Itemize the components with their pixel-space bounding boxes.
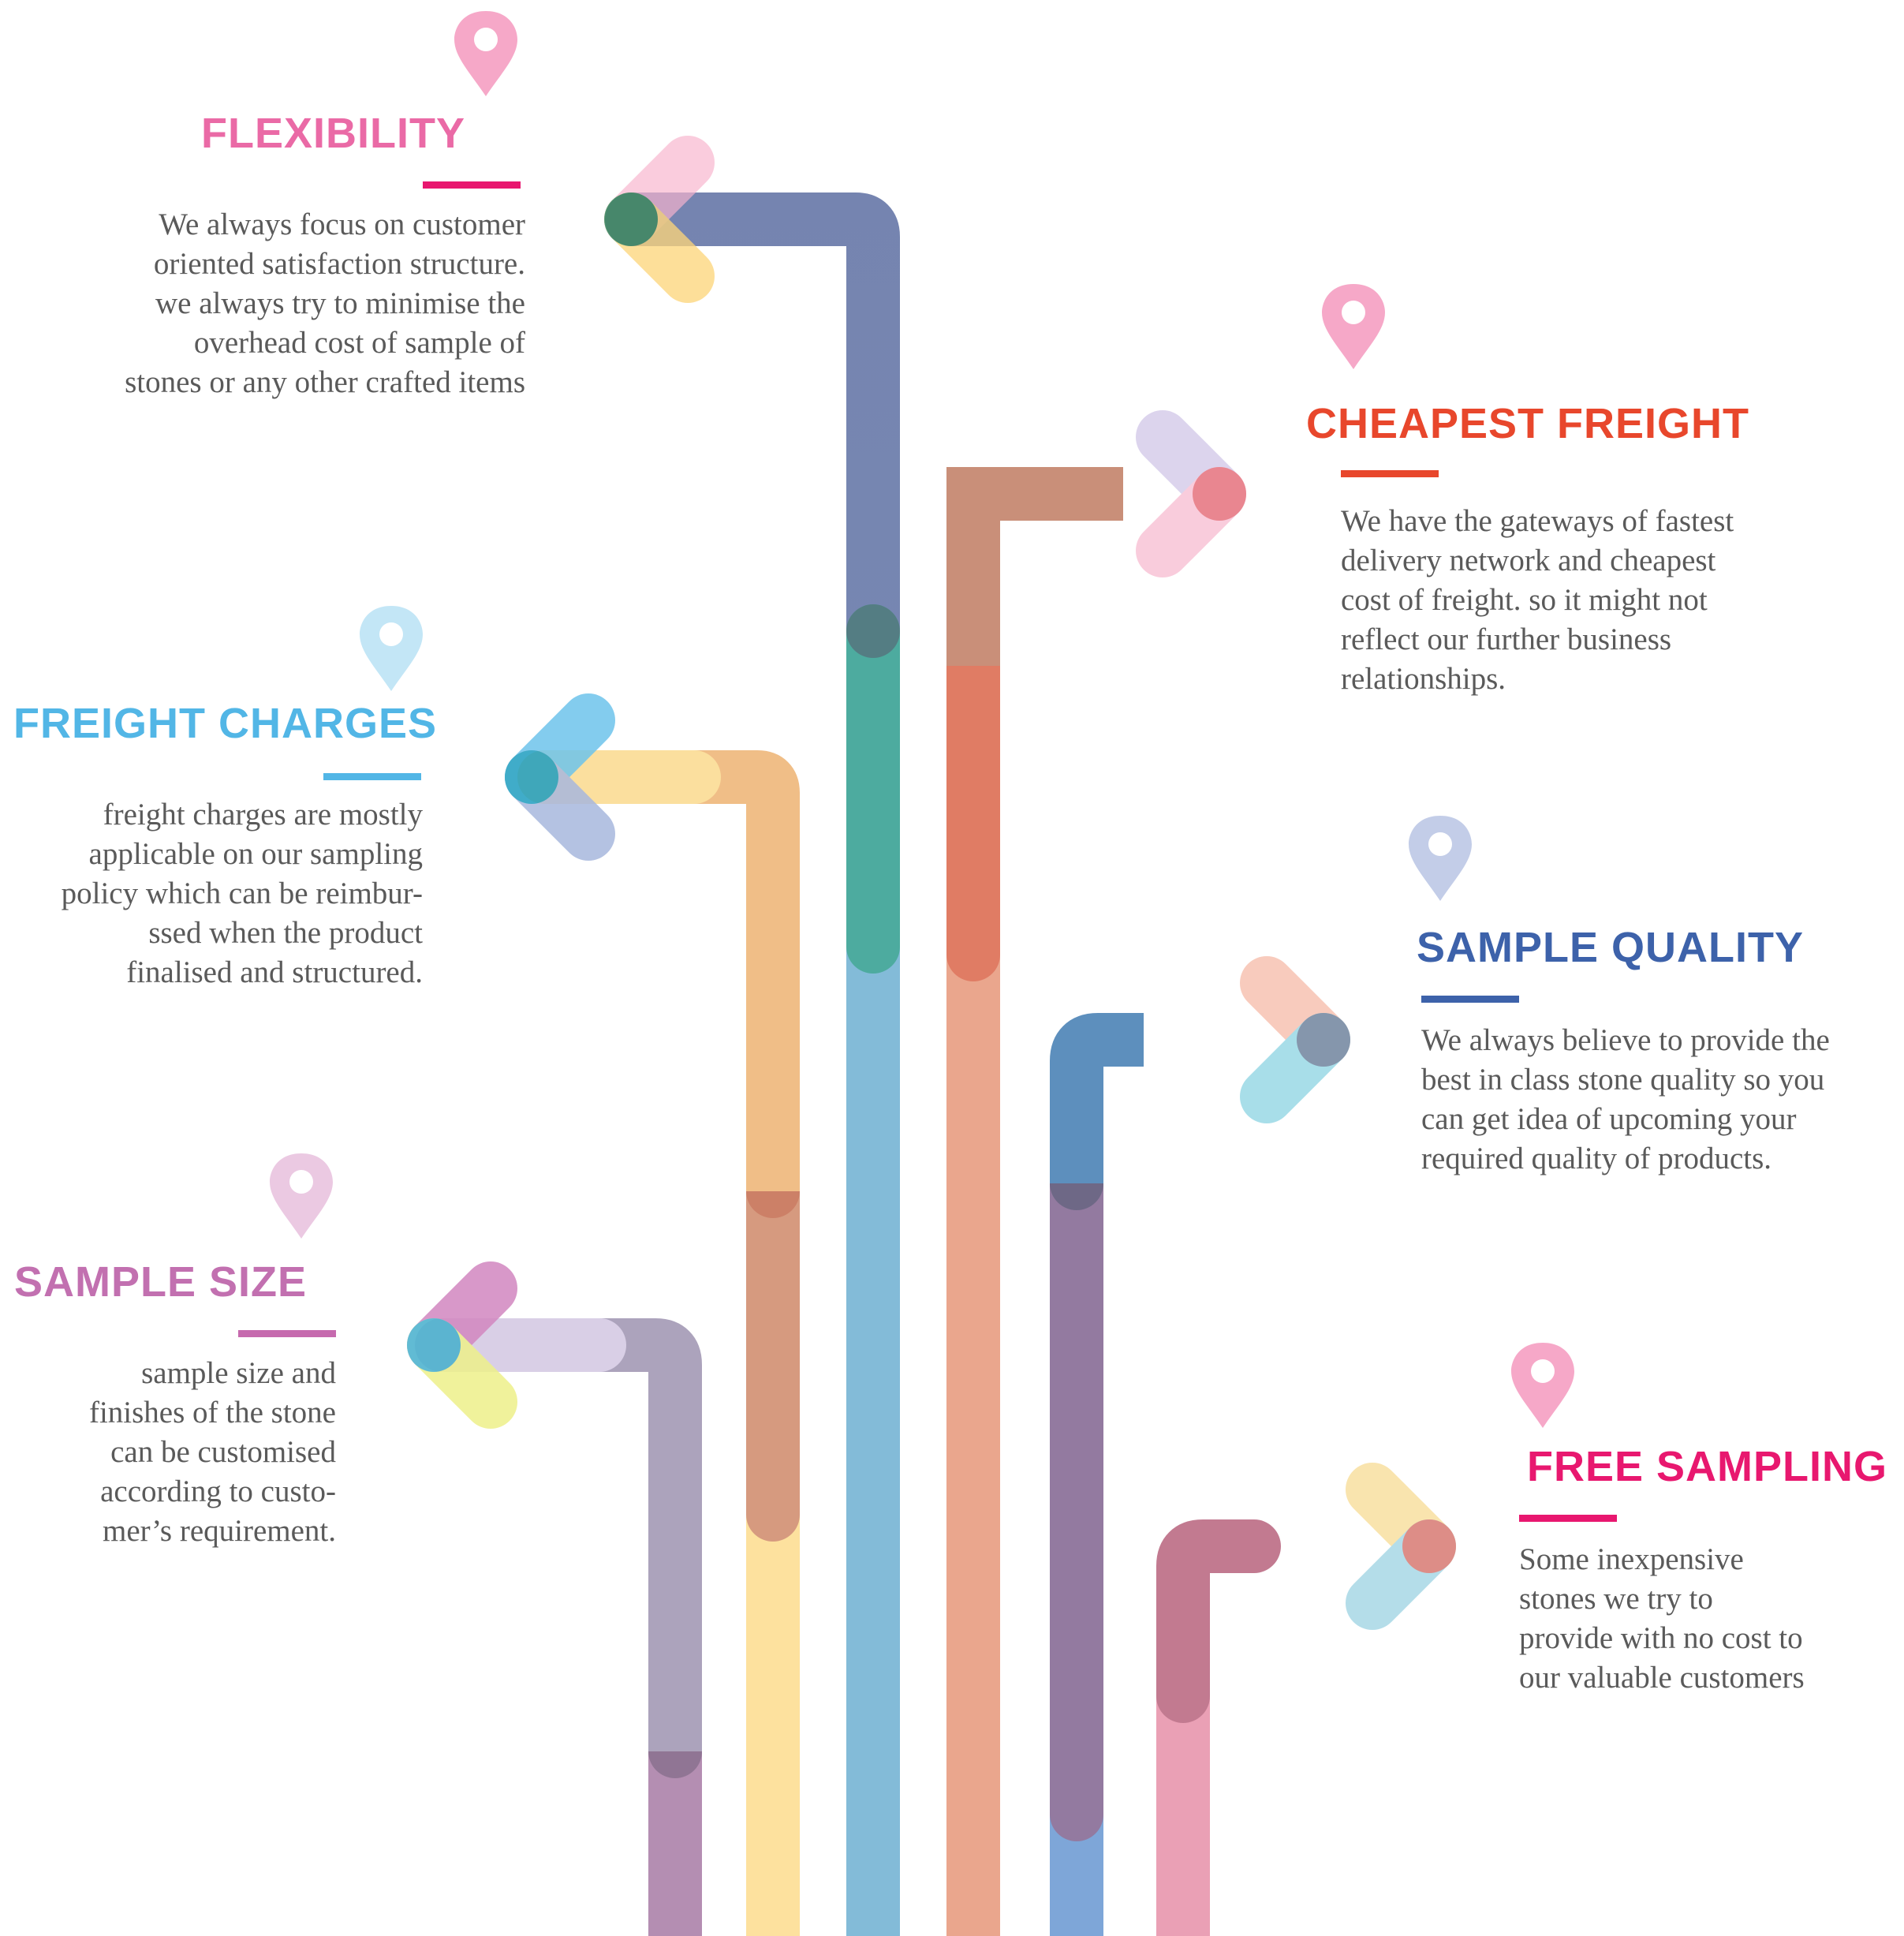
text-line: cost of freight. so it might not: [1341, 583, 1708, 617]
text-line: finalised and structured.: [126, 955, 423, 989]
text-line: reflect our further business: [1341, 622, 1672, 656]
text-line: stones or any other crafted items: [125, 365, 525, 399]
free-sampling-block: FREE SAMPLING Some inexpensive stones we…: [1499, 1420, 1901, 1720]
arrow-right-icon: [1346, 1463, 1456, 1630]
sample-size-title: SAMPLE SIZE: [14, 1258, 308, 1306]
text-line: can be customised: [110, 1435, 336, 1469]
text-line: required quality of products.: [1421, 1142, 1772, 1175]
text-line: stones we try to: [1519, 1582, 1713, 1616]
text-line: delivery network and cheapest: [1341, 544, 1716, 577]
text-line: relationships.: [1341, 662, 1506, 696]
arrow-left-icon: [604, 136, 715, 303]
flexibility-rule: [423, 181, 521, 189]
arrow-left-icon: [407, 1261, 517, 1429]
map-pin-icon: [1511, 1343, 1574, 1428]
flexibility-path: [605, 192, 900, 1936]
text-line: Some inexpensive: [1519, 1542, 1744, 1576]
arrow-right-icon: [1136, 410, 1246, 577]
sample-quality-title: SAMPLE QUALITY: [1417, 924, 1805, 971]
text-line: We have the gateways of fastest: [1341, 504, 1734, 538]
cheapest-freight-title: CHEAPEST FREIGHT: [1306, 400, 1750, 447]
text-line: our valuable customers: [1519, 1661, 1805, 1695]
cheapest-freight-block: CHEAPEST FREIGHT We have the gateways of…: [1301, 379, 1901, 710]
map-pin-icon: [360, 606, 423, 691]
map-pin-icon: [454, 11, 517, 96]
sample-quality-description: We always believe to provide the best in…: [1421, 1021, 1830, 1179]
free-sampling-title: FREE SAMPLING: [1527, 1443, 1888, 1490]
text-line: best in class stone quality so you: [1421, 1063, 1825, 1097]
sample-size-block: SAMPLE SIZE sample size and finishes of …: [0, 1231, 347, 1578]
text-line: ssed when the product: [148, 916, 423, 950]
text-line: sample size and: [141, 1356, 336, 1390]
sample-size-description: sample size and finishes of the stone ca…: [89, 1354, 336, 1551]
text-line: can get idea of upcoming your: [1421, 1102, 1797, 1136]
text-line: We always focus on customer: [159, 207, 525, 241]
text-line: freight charges are mostly: [103, 798, 423, 832]
free-sampling-rule: [1519, 1515, 1617, 1522]
text-line: policy which can be reimbur-: [61, 876, 423, 910]
map-pin-icon: [270, 1153, 333, 1239]
map-pin-icon: [1322, 284, 1385, 369]
freight-charges-rule: [323, 773, 421, 780]
free-sampling-description: Some inexpensive stones we try to provid…: [1519, 1540, 1805, 1698]
freight-charges-description: freight charges are mostly applicable on…: [62, 795, 423, 992]
flexibility-description: We always focus on customer oriented sat…: [125, 205, 525, 402]
arrow-right-icon: [1240, 956, 1350, 1123]
text-line: oriented satisfaction structure.: [153, 247, 525, 281]
cheapest-freight-description: We have the gateways of fastest delivery…: [1341, 502, 1734, 699]
flexibility-title: FLEXIBILITY: [201, 110, 465, 157]
freight-charges-title: FREIGHT CHARGES: [13, 700, 437, 747]
text-line: mer’s requirement.: [102, 1514, 336, 1548]
map-pin-icon: [1409, 816, 1472, 901]
freight-charges-block: FREIGHT CHARGES freight charges are most…: [0, 678, 442, 1010]
sample-quality-block: SAMPLE QUALITY We always believe to prov…: [1404, 899, 1901, 1199]
text-line: applicable on our sampling: [88, 837, 423, 871]
flexibility-block: FLEXIBILITY We always focus on customer …: [0, 0, 536, 410]
text-line: We always believe to provide the: [1421, 1023, 1830, 1057]
text-line: according to custo-: [100, 1474, 336, 1508]
sample-quality-rule: [1421, 996, 1519, 1003]
text-line: overhead cost of sample of: [193, 326, 525, 360]
arrow-left-icon: [505, 693, 615, 861]
cheapest-freight-rule: [1341, 470, 1439, 477]
text-line: provide with no cost to: [1519, 1621, 1803, 1655]
text-line: we always try to minimise the: [155, 286, 525, 320]
sample-size-rule: [238, 1330, 336, 1337]
text-line: finishes of the stone: [88, 1396, 336, 1430]
